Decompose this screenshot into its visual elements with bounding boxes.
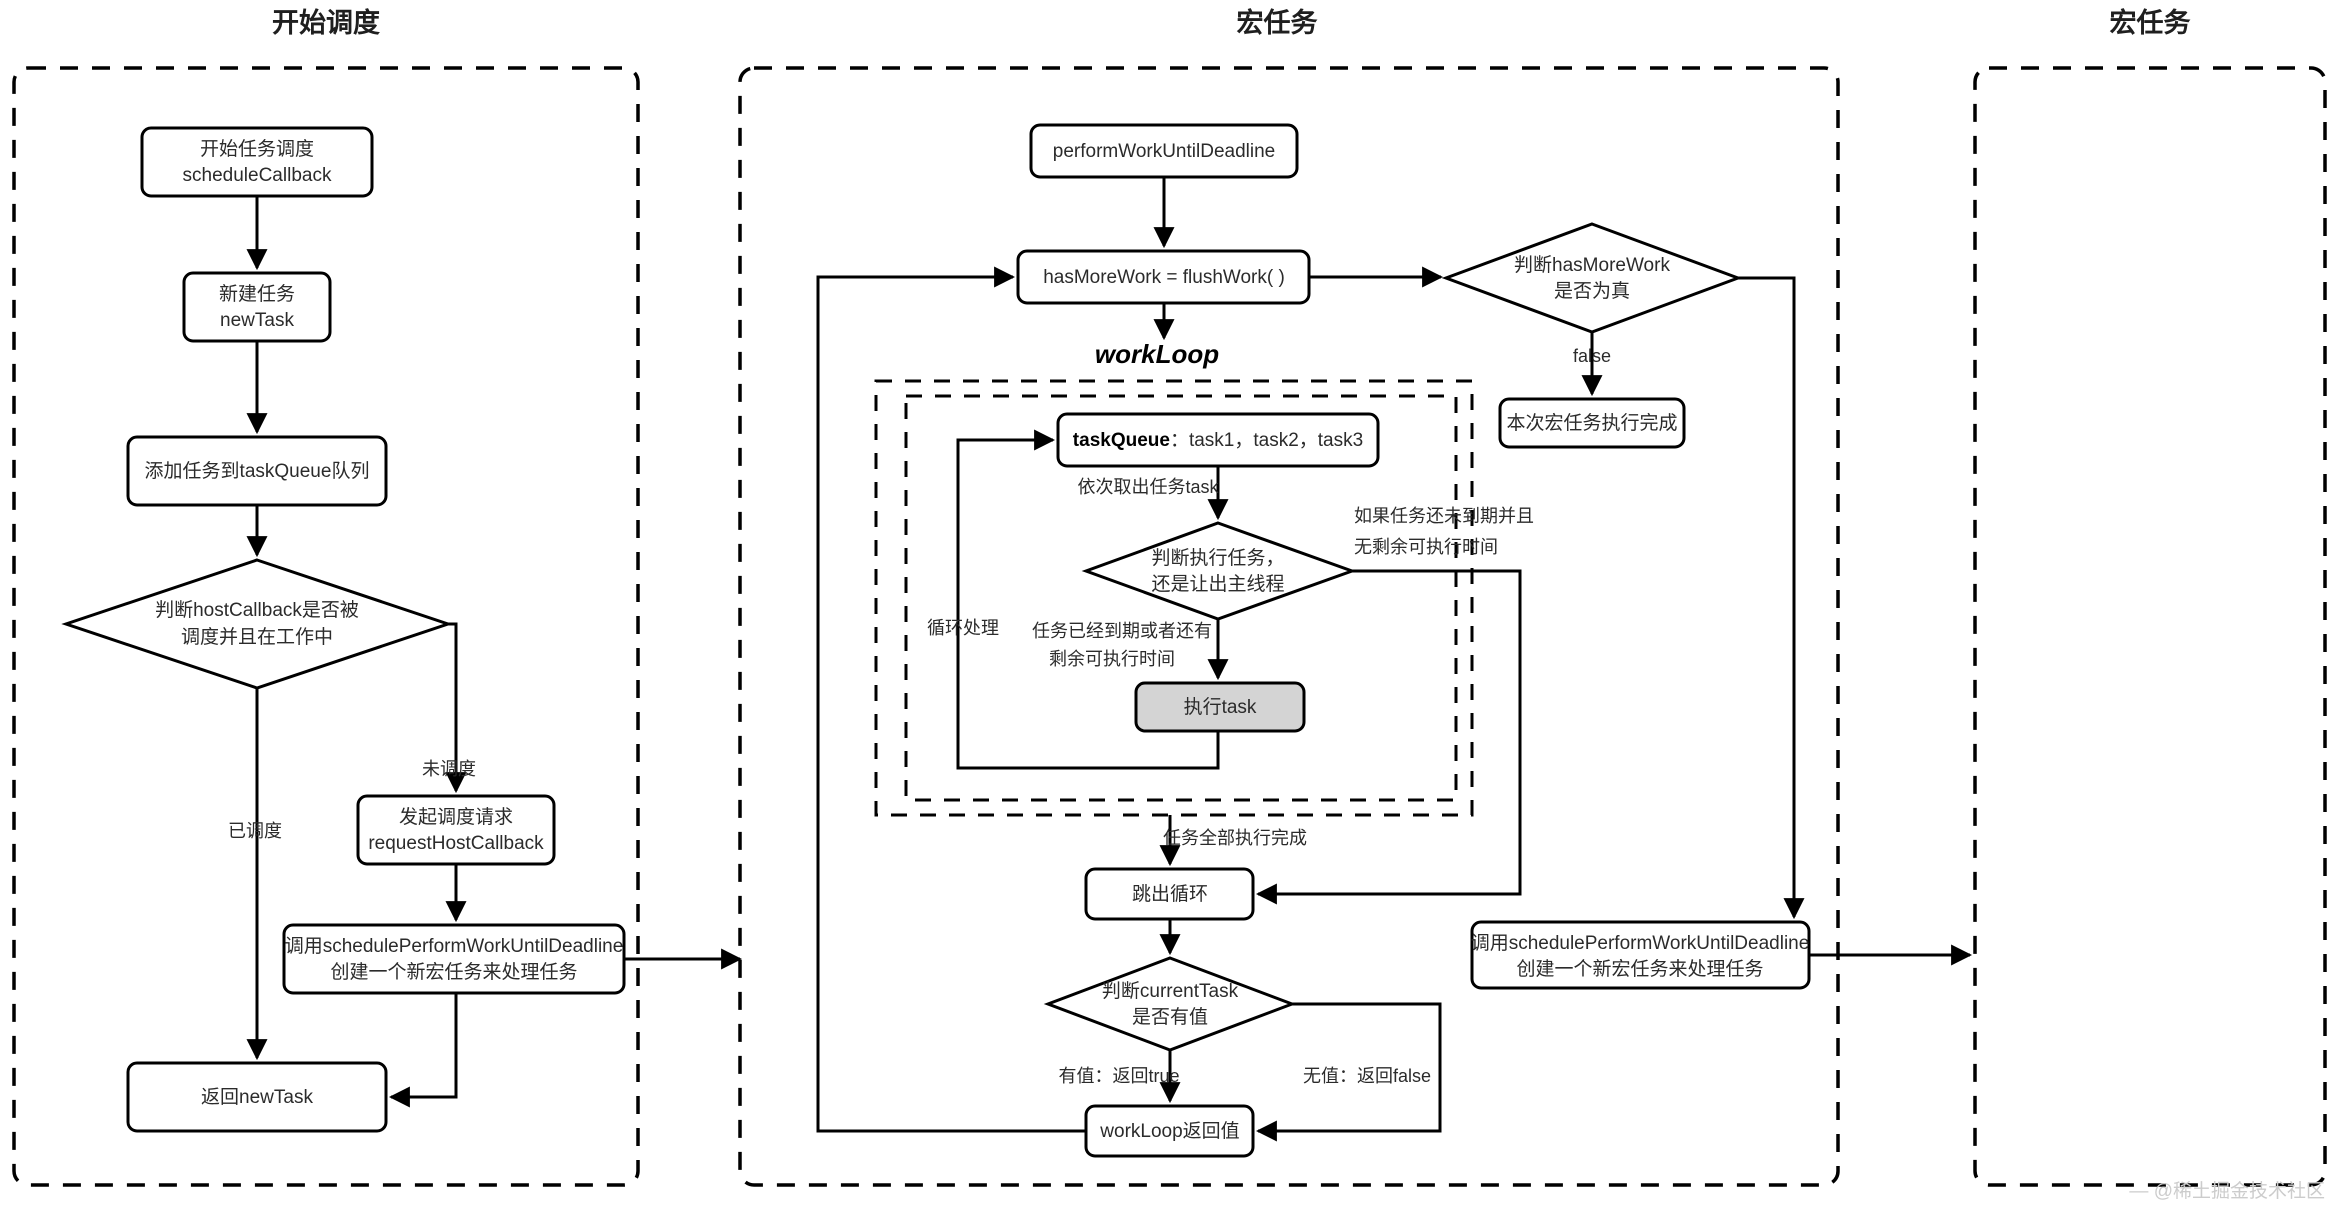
edge-label-not-expired-1: 如果任务还未到期并且 [1354,506,1534,526]
node-line-1: 执行task [1184,696,1257,718]
node-task-queue[interactable]: taskQueue：task1，task2，task3 [1056,412,1380,468]
section-label-workloop: workLoop [1095,339,1219,369]
edge-label-no-value: 无值：返回false [1303,1066,1431,1086]
node-line-1: 跳出循环 [1132,883,1208,905]
node-line-1: 返回newTask [201,1086,313,1108]
panel-title-right: 宏任务 [2110,7,2191,38]
node-workloop-return[interactable]: workLoop返回值 [1084,1104,1255,1158]
edge-decide-exec-yield-to-break [1255,569,1522,905]
watermark: — @稀土掘金技术社区 [2129,1180,2325,1202]
node-line-2: requestHostCallback [368,833,544,854]
edge-label-not-expired-2: 无剩余可执行时间 [1354,537,1498,557]
node-line-1: 判断执行任务， [1151,547,1284,569]
node-text: taskQueue：task1，task2，task3 [1073,430,1363,451]
node-decide-exec[interactable]: 判断执行任务， 还是让出主线程 [1081,521,1357,621]
node-line-1: 发起调度请求 [399,806,513,828]
node-shape [1470,920,1811,990]
node-line-2: 还是让出主线程 [1151,573,1284,595]
node-shape [1043,956,1297,1052]
edge-label-loop-process: 循环处理 [927,618,999,638]
edge-currenttask-false-to-return [1255,1002,1442,1142]
node-shape [126,1061,388,1133]
edge-label-has-value: 有值：返回true [1058,1066,1179,1086]
node-decide-currenttask[interactable]: 判断currentTask 是否有值 [1043,956,1297,1052]
node-line-2: 创建一个新宏任务来处理任务 [1516,958,1763,980]
node-perform-work[interactable]: performWorkUntilDeadline [1029,123,1299,179]
node-line-2: scheduleCallback [183,165,332,186]
workloop-outer-region [874,379,1474,817]
node-line-1: 开始任务调度 [200,138,314,160]
node-line-2: 是否有值 [1132,1006,1208,1028]
node-break-loop[interactable]: 跳出循环 [1084,867,1255,921]
node-line-1: hasMoreWork = flushWork( ) [1043,267,1285,288]
node-has-more-work[interactable]: hasMoreWork = flushWork( ) [1016,249,1311,305]
node-shape [1134,681,1306,733]
node-macro-done[interactable]: 本次宏任务执行完成 [1498,397,1686,449]
node-shape [1498,397,1686,449]
node-shape [356,794,556,866]
node-new-task[interactable]: 新建任务 newTask [182,271,332,343]
node-mid-schedule-perform[interactable]: 调用schedulePerformWorkUntilDeadline 创建一个新… [1470,920,1811,990]
panel-left [12,66,640,1187]
node-shape [1084,1104,1255,1158]
edge-label-task-expired-1: 任务已经到期或者还有 [1032,621,1212,641]
node-shape [140,126,374,198]
edge-label-not-scheduled: 未调度 [422,759,476,779]
node-shape [182,271,332,343]
node-request-hostcallback[interactable]: 发起调度请求 requestHostCallback [356,794,556,866]
node-line-1: 判断hasMoreWork [1514,254,1670,276]
node-line-2: 是否为真 [1554,280,1630,302]
node-line-2: newTask [220,310,294,331]
node-add-to-taskqueue[interactable]: 添加任务到taskQueue队列 [126,435,388,507]
node-shape [1081,521,1357,621]
node-shape [282,923,626,995]
node-line-2: 创建一个新宏任务来处理任务 [330,961,577,983]
panel-title-middle: 宏任务 [1237,7,1318,38]
node-line-2: 调度并且在工作中 [181,626,333,648]
edge-return-to-hasmorework [816,266,1086,1133]
edge-label-scheduled: 已调度 [228,821,282,841]
node-shape [126,435,388,507]
workloop-inner-region [904,394,1458,802]
edge-loopback-to-taskqueue [956,429,1220,770]
node-left-schedule-perform[interactable]: 调用schedulePerformWorkUntilDeadline 创建一个新… [282,923,626,995]
node-line-1: 添加任务到taskQueue队列 [145,460,370,482]
node-line-1: 新建任务 [219,283,295,305]
node-shape [1084,867,1255,921]
node-start-schedule[interactable]: 开始任务调度 scheduleCallback [140,126,374,198]
edge-label-false: false [1573,346,1611,366]
edge-scheduleperform-to-return [388,993,458,1108]
node-shape [1056,412,1380,468]
node-shape [1016,249,1311,305]
node-shape [1029,123,1299,179]
taskqueue-key: taskQueue [1073,430,1170,451]
node-shape [61,558,453,690]
node-return-newtask[interactable]: 返回newTask [126,1061,388,1133]
node-shape [1441,222,1743,334]
panel-title-left: 开始调度 [272,7,380,38]
panel-right [1973,66,2327,1187]
node-line-1: performWorkUntilDeadline [1053,141,1275,162]
panel-middle [738,66,1840,1187]
node-decide-hostcallback[interactable]: 判断hostCallback是否被 调度并且在工作中 [61,558,453,690]
edge-label-all-done: 任务全部执行完成 [1163,828,1307,848]
node-line-1: 调用schedulePerformWorkUntilDeadline [1471,932,1810,954]
edge-decision-true-to-scheduleperform [1738,276,1805,920]
edge-label-task-expired-2: 剩余可执行时间 [1049,649,1175,669]
node-line-1: workLoop返回值 [1099,1120,1239,1142]
node-decide-hasmorework[interactable]: 判断hasMoreWork 是否为真 [1441,222,1743,334]
node-line-1: 本次宏任务执行完成 [1506,412,1677,434]
node-line-1: 调用schedulePerformWorkUntilDeadline [285,935,624,957]
taskqueue-values: ：task1，task2，task3 [1170,430,1363,451]
node-line-1: 判断currentTask [1102,980,1239,1002]
edge-label-take-task: 依次取出任务task [1077,477,1219,497]
node-line-1: 判断hostCallback是否被 [155,599,359,621]
node-exec-task[interactable]: 执行task [1134,681,1306,733]
